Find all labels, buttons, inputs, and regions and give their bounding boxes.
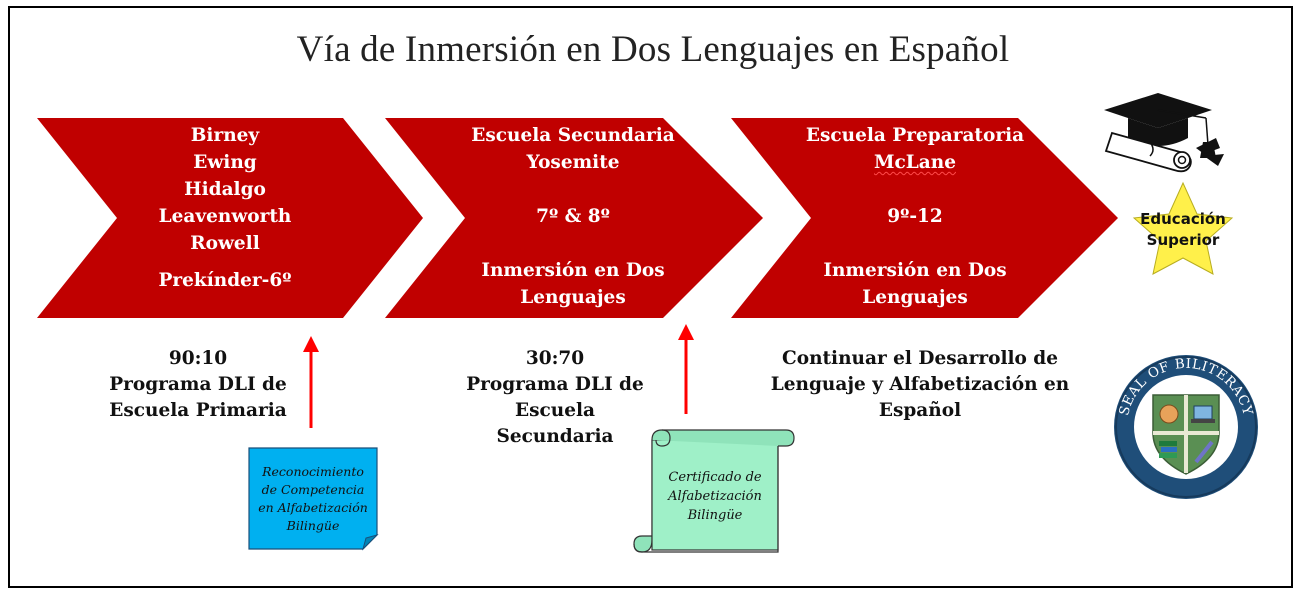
school-hidalgo: Hidalgo	[184, 179, 266, 200]
spacer	[790, 176, 1040, 203]
grade-range-elementary: Prekínder-6º	[158, 270, 292, 291]
stage-elementary-text: Birney Ewing Hidalgo Leavenworth Rowell …	[117, 122, 333, 294]
diploma-icon	[1104, 131, 1224, 173]
certificate-line-3: Bilingüe	[687, 508, 743, 523]
program-line-high-2: Lenguaje y Alfabetización en	[770, 374, 1070, 395]
recognition-line-2: de Competencia	[261, 482, 365, 497]
certificate-line-2: Alfabetización	[668, 489, 762, 504]
arrow-recognition	[303, 336, 319, 428]
program-type-high: Inmersión en Dos	[823, 260, 1007, 281]
star-label: Educación Superior	[1133, 209, 1233, 251]
school-name-high: Escuela Preparatoria	[805, 125, 1025, 146]
grade-range-middle: 7º & 8º	[536, 206, 610, 227]
spacer	[458, 230, 688, 257]
school-name-middle-2: Yosemite	[526, 152, 620, 173]
program-type-high-2: Lenguajes	[862, 287, 968, 308]
school-name-high-2: McLane	[874, 152, 956, 173]
spacer	[458, 176, 688, 203]
recognition-note-text: Reconocimiento de Competencia en Alfabet…	[249, 463, 377, 535]
arrow-certificate	[678, 324, 694, 414]
star-label-line-2: Superior	[1146, 231, 1220, 249]
certificate-line-1: Certificado de	[668, 470, 762, 485]
program-ratio-middle: 30:70	[525, 348, 585, 369]
chevron-elementary	[37, 118, 423, 318]
program-middle: 30:70 Programa DLI de Escuela Secundaria	[440, 346, 670, 450]
diagram-frame	[8, 6, 1293, 588]
chevron-high	[731, 118, 1118, 318]
recognition-note	[248, 447, 379, 551]
school-leavenworth: Leavenworth	[158, 206, 292, 227]
program-ratio-elementary: 90:10	[168, 348, 228, 369]
stage-middle-text: Escuela Secundaria Yosemite 7º & 8º Inme…	[458, 122, 688, 311]
certificate-text: Certificado de Alfabetización Bilingüe	[652, 468, 778, 525]
recognition-line-1: Reconocimiento	[262, 464, 364, 479]
chevron-middle	[385, 118, 763, 318]
program-line-high-1: Continuar el Desarrollo de	[782, 348, 1058, 369]
program-type-middle: Inmersión en Dos	[481, 260, 665, 281]
program-line-middle-1: Programa DLI de	[466, 374, 644, 395]
program-elementary: 90:10 Programa DLI de Escuela Primaria	[78, 346, 318, 424]
grade-range-high: 9º-12	[887, 206, 943, 227]
program-type-middle-2: Lenguajes	[520, 287, 626, 308]
program-high: Continuar el Desarrollo de Lenguaje y Al…	[760, 346, 1080, 424]
school-name-middle: Escuela Secundaria	[471, 125, 675, 146]
school-rowell: Rowell	[190, 233, 260, 254]
seal-of-biliteracy-icon: SEAL OF BILITERACY	[1114, 355, 1258, 499]
program-line-middle-2: Escuela	[514, 400, 596, 421]
program-line-middle-3: Secundaria	[496, 426, 614, 447]
school-birney: Birney	[190, 125, 260, 146]
program-line-elementary-2: Escuela Primaria	[109, 400, 287, 421]
certificate-scroll	[633, 429, 795, 553]
diagram-title: Vía de Inmersión en Dos Lenguajes en Esp…	[296, 29, 1010, 70]
star-icon	[1132, 181, 1234, 275]
program-line-elementary-1: Programa DLI de	[109, 374, 287, 395]
recognition-line-4: Bilingüe	[286, 518, 340, 533]
school-ewing: Ewing	[193, 152, 257, 173]
star-label-line-1: Educación	[1140, 210, 1226, 228]
stage-high-text: Escuela Preparatoria McLane 9º-12 Inmers…	[790, 122, 1040, 311]
program-line-high-3: Español	[878, 400, 962, 421]
spacer	[790, 230, 1040, 257]
recognition-line-3: en Alfabetización	[258, 500, 368, 515]
spacer	[117, 257, 333, 267]
